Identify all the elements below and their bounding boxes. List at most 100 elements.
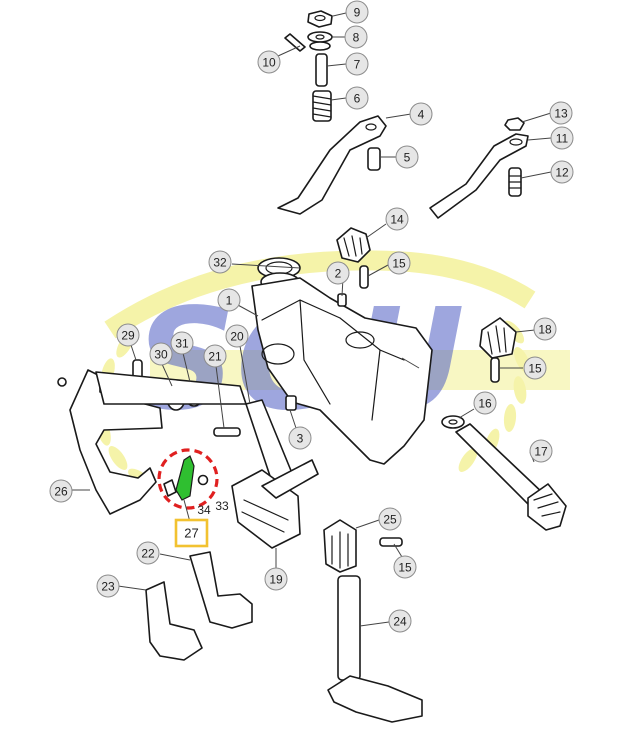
part-33-nut xyxy=(197,474,209,486)
callout-c20: 20 xyxy=(225,324,249,348)
callout-c26: 26 xyxy=(49,479,73,503)
callout-c25: 25 xyxy=(378,507,402,531)
callout-circle xyxy=(49,479,73,503)
callout-number: 15 xyxy=(392,257,406,271)
callout-number: 29 xyxy=(121,329,135,343)
callout-c8: 8 xyxy=(344,25,368,49)
callout-circle xyxy=(533,317,557,341)
callout-c9: 9 xyxy=(345,0,369,24)
callout-number: 15 xyxy=(398,561,412,575)
callout-number: 11 xyxy=(556,132,569,146)
callout-c15b: 15 xyxy=(523,356,547,380)
callout-circle xyxy=(208,250,232,274)
part-25-gear xyxy=(323,519,357,573)
callout-c12: 12 xyxy=(550,160,574,184)
part-3-screw xyxy=(285,395,297,411)
callout-c21: 21 xyxy=(203,344,227,368)
callout-number: 25 xyxy=(383,513,397,527)
callout-c2: 2 xyxy=(326,261,350,285)
callout-number: 19 xyxy=(269,573,283,587)
callout-number: 24 xyxy=(393,615,407,629)
callout-circle xyxy=(409,102,433,126)
part-27-pawl[interactable] xyxy=(175,455,195,501)
part-21-bolt xyxy=(213,427,241,437)
callout-c14: 14 xyxy=(385,207,409,231)
part-24-shaft xyxy=(327,575,423,723)
callout-number: 14 xyxy=(390,213,404,227)
callout-circle xyxy=(345,0,369,24)
watermark-arc xyxy=(104,250,536,339)
callout-number: 15 xyxy=(528,362,542,376)
callout-c30: 30 xyxy=(149,342,173,366)
callout-number: 32 xyxy=(213,256,227,270)
callout-circle xyxy=(217,288,241,312)
callout-circle xyxy=(116,323,140,347)
part-18-gear xyxy=(479,317,517,359)
callout-c32: 32 xyxy=(208,250,232,274)
callout-circle xyxy=(264,567,288,591)
part-26-fork xyxy=(57,369,247,515)
callout-circle xyxy=(385,207,409,231)
part-19-gear xyxy=(231,459,319,549)
callout-circle xyxy=(393,555,417,579)
callout-circle xyxy=(149,342,173,366)
boxed-label-27-text: 27 xyxy=(184,526,198,541)
callout-circle xyxy=(170,331,194,355)
callout-circle xyxy=(529,439,553,463)
callout-c17: 17 xyxy=(529,439,553,463)
part-9-nut xyxy=(307,10,333,28)
part-16-washer xyxy=(441,415,465,429)
callout-c4: 4 xyxy=(409,102,433,126)
callout-circle xyxy=(523,356,547,380)
callout-c13: 13 xyxy=(549,101,573,125)
label-34: 34 xyxy=(197,503,211,517)
callout-number: 4 xyxy=(418,108,425,122)
boxed-label-27: 27 xyxy=(174,518,209,548)
callout-number: 5 xyxy=(404,151,411,165)
callout-number: 10 xyxy=(262,56,276,70)
callout-number: 9 xyxy=(354,6,361,20)
callout-number: 22 xyxy=(141,547,155,561)
part-15-pin-lower xyxy=(379,537,403,547)
callout-circle xyxy=(344,25,368,49)
callout-number: 20 xyxy=(230,330,244,344)
callout-circle xyxy=(549,101,573,125)
callout-number: 30 xyxy=(154,348,168,362)
part-34-screw xyxy=(163,479,177,497)
callout-c1: 1 xyxy=(217,288,241,312)
part-13-nut xyxy=(504,117,525,131)
callout-number: 23 xyxy=(101,580,115,594)
callout-number: 12 xyxy=(555,166,569,180)
callout-c15c: 15 xyxy=(393,555,417,579)
callout-circle xyxy=(203,344,227,368)
callout-circle xyxy=(326,261,350,285)
callout-number: 8 xyxy=(353,31,360,45)
callout-number: 1 xyxy=(226,294,233,308)
label-33: 33 xyxy=(215,499,229,513)
callout-c5: 5 xyxy=(395,145,419,169)
callout-circle xyxy=(288,426,312,450)
callout-number: 2 xyxy=(335,267,342,281)
callout-number: 31 xyxy=(175,337,189,351)
callout-circle xyxy=(388,609,412,633)
part-12-bolt xyxy=(508,167,522,197)
part-11-arm xyxy=(429,133,529,219)
callout-circle xyxy=(387,251,411,275)
callout-c11: 11 xyxy=(550,126,574,150)
part-15-pin-upper xyxy=(359,265,369,289)
callout-number: 13 xyxy=(554,107,568,121)
callout-c22: 22 xyxy=(136,541,160,565)
highlight-ring xyxy=(157,448,219,510)
callout-c18: 18 xyxy=(533,317,557,341)
callout-c31: 31 xyxy=(170,331,194,355)
callout-circle xyxy=(395,145,419,169)
part-27-shape[interactable] xyxy=(175,455,195,501)
callout-circle xyxy=(550,126,574,150)
callout-circle xyxy=(473,391,497,415)
callout-c6: 6 xyxy=(345,86,369,110)
part-17-shaft xyxy=(455,423,567,531)
part-4-lever xyxy=(277,115,387,215)
callout-c10: 10 xyxy=(257,50,281,74)
